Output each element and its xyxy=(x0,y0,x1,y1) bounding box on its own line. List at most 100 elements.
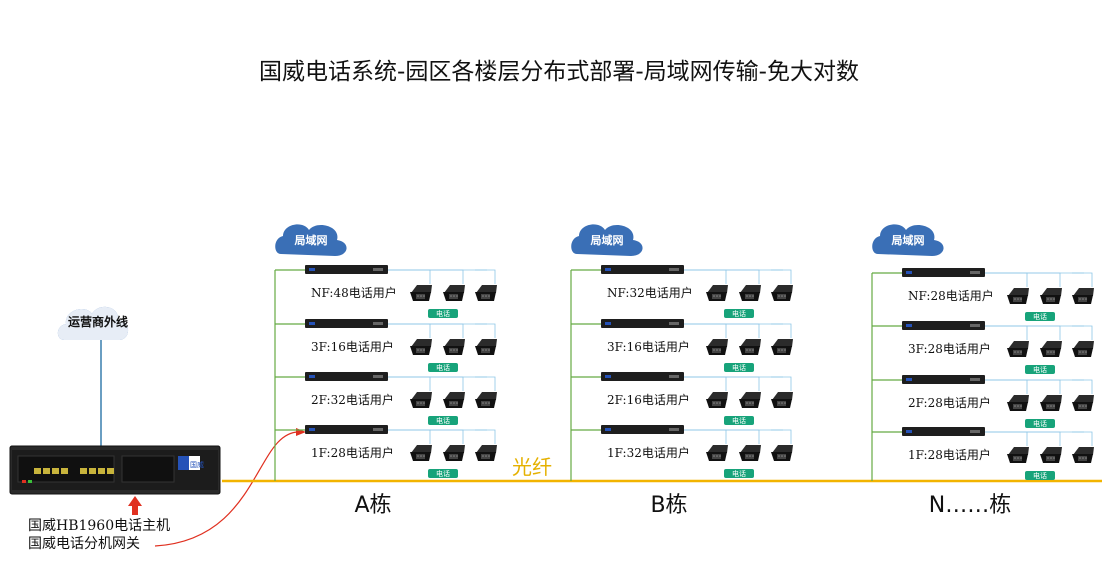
host-brand: 国威 xyxy=(190,460,204,469)
phone-line xyxy=(388,376,431,391)
lan-cloud xyxy=(872,224,944,256)
phone-line xyxy=(985,431,1061,446)
floor-switch xyxy=(902,268,985,277)
phone-icon xyxy=(410,285,432,301)
building-3: 局域网NF:28电话用户电话3F:28电话用户电话2F:28电话用户电话1F:2… xyxy=(871,224,1094,518)
phone-badge xyxy=(1025,471,1055,480)
phone-line xyxy=(388,323,496,338)
phone-icon xyxy=(1007,288,1029,304)
phone-icon xyxy=(706,445,728,461)
phone-line xyxy=(985,272,1028,287)
floor-switch xyxy=(601,372,684,381)
phone-badge xyxy=(428,469,458,478)
building-label: B栋 xyxy=(650,493,687,518)
phone-badge xyxy=(724,363,754,372)
phone-icon xyxy=(1040,341,1062,357)
building-label: N……栋 xyxy=(929,493,1011,518)
switch-port xyxy=(373,375,383,378)
phone-line xyxy=(684,376,792,391)
switch-port xyxy=(373,268,383,271)
phone-line xyxy=(388,269,496,284)
lan-label: 局域网 xyxy=(590,233,624,247)
phone-line xyxy=(985,272,1061,287)
phone-badge xyxy=(428,416,458,425)
phone-badge-label: 电话 xyxy=(436,469,450,478)
phone-icon xyxy=(1072,288,1094,304)
phone-icon xyxy=(771,285,793,301)
switch-port xyxy=(669,268,679,271)
switch-port xyxy=(669,428,679,431)
phone-icon xyxy=(410,445,432,461)
phone-icon xyxy=(1007,395,1029,411)
host-link-curve xyxy=(154,431,301,547)
phone-badge-label: 电话 xyxy=(436,416,450,425)
phone-line xyxy=(388,269,464,284)
phone-icon xyxy=(1040,395,1062,411)
switch-port xyxy=(669,375,679,378)
switch-logo xyxy=(309,428,315,431)
phone-line xyxy=(684,429,792,444)
phone-line xyxy=(684,429,760,444)
phone-line xyxy=(684,429,727,444)
switch-logo xyxy=(309,268,315,271)
phone-badge xyxy=(1025,365,1055,374)
phone-line xyxy=(985,379,1093,394)
phone-line xyxy=(985,379,1061,394)
host-arrow-icon xyxy=(128,496,142,515)
lan-cloud xyxy=(275,224,347,256)
phone-line xyxy=(684,323,760,338)
floor-label: 2F:16电话用户 xyxy=(607,392,690,407)
phone-icon xyxy=(475,445,497,461)
switch-port xyxy=(373,322,383,325)
phone-icon xyxy=(739,392,761,408)
floor-switch xyxy=(601,265,684,274)
floor-switch xyxy=(305,425,388,434)
phone-icon xyxy=(475,339,497,355)
switch-port xyxy=(970,271,980,274)
phone-badge-label: 电话 xyxy=(732,469,746,478)
floor-switch xyxy=(305,372,388,381)
switch-logo xyxy=(309,375,315,378)
phone-icon xyxy=(443,285,465,301)
floor-label: 3F:16电话用户 xyxy=(311,339,394,354)
phone-icon xyxy=(1072,447,1094,463)
phone-line xyxy=(684,376,760,391)
fiber-label: 光纤 xyxy=(512,455,552,479)
phone-badge-label: 电话 xyxy=(732,309,746,318)
lan-label: 局域网 xyxy=(294,233,328,247)
phone-icon xyxy=(443,339,465,355)
phone-line xyxy=(684,376,727,391)
floor-switch xyxy=(601,425,684,434)
phone-line xyxy=(684,269,792,284)
floor-switch xyxy=(902,375,985,384)
floor-label: 3F:28电话用户 xyxy=(908,341,991,356)
phone-icon xyxy=(706,285,728,301)
host-label-line1: 国威HB1960电话主机 xyxy=(28,518,170,534)
phone-badge xyxy=(428,363,458,372)
phone-icon xyxy=(739,285,761,301)
lan-label: 局域网 xyxy=(891,233,925,247)
building-2: 局域网NF:32电话用户电话3F:16电话用户电话2F:16电话用户电话1F:3… xyxy=(570,224,793,518)
host-label-line2: 国威电话分机网关 xyxy=(28,536,140,552)
phone-line xyxy=(985,272,1093,287)
switch-port xyxy=(373,428,383,431)
phone-icon xyxy=(706,339,728,355)
phone-icon xyxy=(771,392,793,408)
phone-line xyxy=(985,379,1028,394)
floor-label: NF:32电话用户 xyxy=(607,285,693,300)
phone-icon xyxy=(475,392,497,408)
phone-icon xyxy=(771,339,793,355)
floor-label: NF:28电话用户 xyxy=(908,288,994,303)
phone-line xyxy=(985,325,1061,340)
switch-logo xyxy=(605,322,611,325)
phone-icon xyxy=(1072,341,1094,357)
external-line-label: 运营商外线 xyxy=(68,314,128,329)
